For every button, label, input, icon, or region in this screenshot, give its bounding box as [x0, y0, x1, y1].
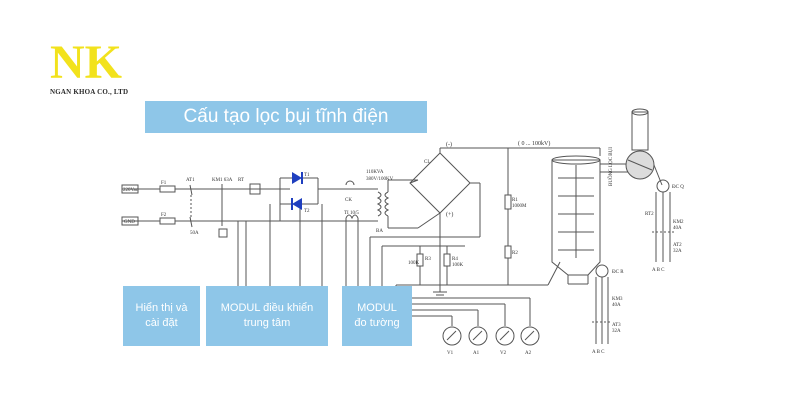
- meter-label-v1: V1: [447, 351, 454, 356]
- meter-label-a1: A1: [473, 351, 480, 356]
- control-module-line1: MODUL điều khiển: [220, 302, 314, 314]
- label-r1-value: 1000M: [512, 204, 527, 209]
- logo-letters: NK: [50, 40, 122, 84]
- meter-label-a2: A2: [525, 351, 532, 356]
- label-r3-value: 100K: [408, 261, 420, 266]
- company-name: NGAN KHOA CO., LTD: [50, 88, 129, 96]
- label-minus: (-): [446, 141, 452, 148]
- label-t2: T2: [304, 209, 310, 214]
- label-dcr: ĐC R: [612, 270, 624, 275]
- logo-mark: NK: [50, 40, 122, 84]
- label-at2: AT2: [673, 243, 682, 248]
- label-cl: CL: [424, 160, 430, 165]
- thyristor-t1: [292, 172, 303, 184]
- label-km3: KM3: [612, 297, 623, 302]
- diagram-title: Cấu tạo lọc bụi tĩnh điện: [145, 101, 427, 133]
- label-f1: F1: [161, 181, 167, 186]
- label-transformer-rating: 380V/100KV: [366, 177, 394, 182]
- label-dcq: ĐC Q: [672, 185, 684, 190]
- label-at1-rating: 50A: [190, 231, 199, 236]
- input-label-top: 220Vac: [123, 188, 139, 193]
- label-r4-value: 100K: [452, 263, 464, 268]
- label-at3-rating: 32A: [612, 329, 621, 334]
- label-t1: T1: [304, 173, 310, 178]
- company-logo: NK NGAN KHOA CO., LTD: [50, 40, 140, 96]
- meter-label-v2: V2: [500, 351, 507, 356]
- fuse-f1: [159, 185, 176, 193]
- display-module-line1: Hiển thị và: [135, 302, 188, 314]
- thyristor-t2: [291, 198, 302, 210]
- meter-v1: [442, 326, 462, 346]
- label-rt: RT: [238, 178, 244, 183]
- input-box-top: [121, 184, 139, 194]
- label-r2: R2: [512, 251, 518, 256]
- label-r4: R4: [452, 257, 458, 262]
- label-km3-rating: 40A: [612, 303, 621, 308]
- label-rt2: RT2: [645, 212, 654, 217]
- label-ck: CK: [345, 198, 352, 203]
- display-module-line2: cài đặt: [145, 317, 178, 329]
- wires: [122, 108, 674, 344]
- fuse-f2: [159, 217, 176, 225]
- label-r1: R1: [512, 198, 518, 203]
- label-transformer: 110KVA: [366, 170, 384, 175]
- label-km2: KM2: [673, 220, 684, 225]
- label-at1: AT1: [186, 178, 195, 183]
- label-plus: (+): [446, 211, 453, 218]
- input-box-bottom: [121, 216, 139, 226]
- control-module-line2: trung tâm: [243, 317, 291, 329]
- measure-module-line1: MODUL: [357, 302, 397, 314]
- central-control-module: MODUL điều khiển trung tâm: [206, 286, 328, 346]
- label-chamber: BUỒNG LỌC BỤI: [608, 147, 614, 186]
- label-abc-bottom: A B C: [592, 350, 605, 355]
- meter-a2: [520, 326, 540, 346]
- label-at3: AT3: [612, 323, 621, 328]
- meter-a1: [468, 326, 488, 346]
- meter-v2: [495, 326, 515, 346]
- label-r3: R3: [425, 257, 431, 262]
- label-abc-top: A B C: [652, 268, 665, 273]
- measure-module-line2: đo tường: [354, 317, 400, 329]
- input-label-bottom: GND: [124, 220, 135, 225]
- measurement-module: MODUL đo tường: [342, 286, 412, 346]
- label-ba: BA: [376, 229, 383, 234]
- display-settings-module: Hiển thị và cài đặt: [123, 286, 200, 346]
- label-ti: TI 10/5: [344, 211, 359, 216]
- label-f2: F2: [161, 213, 167, 218]
- label-km2-rating: 40A: [673, 226, 682, 231]
- label-km1: KM1 63A: [212, 178, 233, 183]
- label-at2-rating: 32A: [673, 249, 682, 254]
- label-voltage-range: ( 0 ... 100kV): [518, 140, 550, 147]
